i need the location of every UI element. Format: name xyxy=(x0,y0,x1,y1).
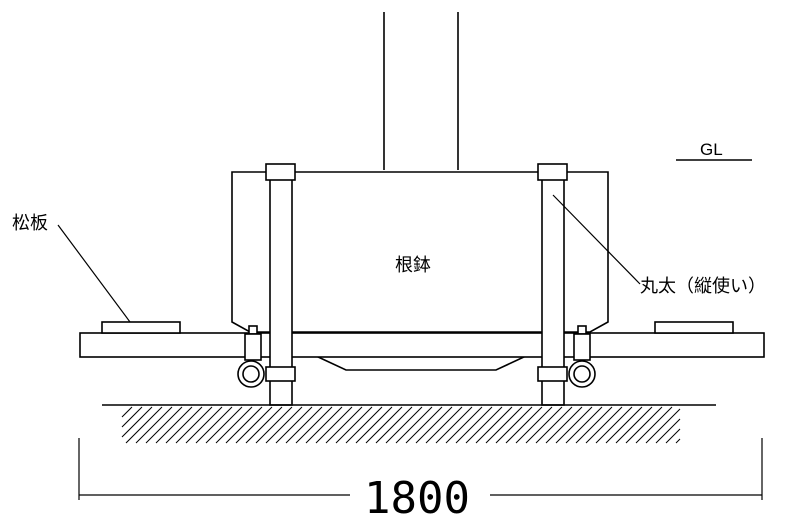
hatch-line xyxy=(465,406,503,444)
log-cap-left-bottom xyxy=(265,366,296,382)
log-vertical-leader xyxy=(552,194,641,285)
hatch-line xyxy=(425,406,463,444)
hatch-line xyxy=(665,428,681,444)
hatch-line xyxy=(155,406,193,444)
hatch-line xyxy=(165,406,203,444)
hatch-line xyxy=(395,406,433,444)
ground-hatch xyxy=(121,406,681,444)
clamp-right xyxy=(568,325,596,388)
log-cap-right-bottom xyxy=(537,366,568,382)
hatch-line xyxy=(235,406,273,444)
hatch-line xyxy=(335,406,373,444)
root-ball-bottom xyxy=(315,355,527,371)
log-vertical-label: 丸太（縦使い） xyxy=(640,276,766,297)
hatch-line xyxy=(365,406,403,444)
hatch-line xyxy=(325,406,363,444)
hatch-line xyxy=(245,406,283,444)
hatch-line xyxy=(295,406,333,444)
hatch-line xyxy=(515,406,553,444)
hatch-line xyxy=(121,406,153,438)
hatch-line xyxy=(435,406,473,444)
hatch-line xyxy=(635,406,673,444)
hatch-line xyxy=(405,406,443,444)
hatch-line xyxy=(315,406,353,444)
hatch-line xyxy=(625,406,663,444)
hatch-line xyxy=(415,406,453,444)
clamp-left xyxy=(237,325,265,388)
hatch-line xyxy=(215,406,253,444)
hatch-line xyxy=(655,418,681,444)
dimension-1800: 1800 xyxy=(78,438,763,522)
log-cap-left-top xyxy=(265,163,296,181)
hatch-line xyxy=(505,406,543,444)
hatch-line xyxy=(305,406,343,444)
pine-board-label: 松板 xyxy=(12,213,48,234)
log-cap-right-top xyxy=(537,163,568,181)
hatch-line xyxy=(285,406,323,444)
hatch-line xyxy=(455,406,493,444)
gl-label: GL xyxy=(700,140,723,159)
root-ball-outline xyxy=(231,171,609,333)
pine-board-left xyxy=(101,321,181,334)
hatch-line xyxy=(121,406,143,428)
hatch-line xyxy=(595,406,633,444)
hatch-line xyxy=(175,406,213,444)
hatch-line xyxy=(615,406,653,444)
hatch-line xyxy=(275,406,313,444)
hatch-line xyxy=(385,406,423,444)
hatch-line xyxy=(495,406,533,444)
hatch-line xyxy=(345,406,383,444)
hatch-line xyxy=(535,406,573,444)
hatch-line xyxy=(555,406,593,444)
pine-board-leader xyxy=(57,224,131,323)
hatch-line xyxy=(195,406,233,444)
hatch-line xyxy=(145,406,183,444)
hatch-line xyxy=(525,406,563,444)
hatch-line xyxy=(585,406,623,444)
hatch-line xyxy=(185,406,223,444)
hatch-line xyxy=(545,406,583,444)
hatch-line xyxy=(565,406,603,444)
pine-board-right xyxy=(654,321,734,334)
hatch-line xyxy=(645,408,681,444)
root-ball-label: 根鉢 xyxy=(395,255,431,276)
hatch-line xyxy=(675,438,681,444)
tree-trunk xyxy=(383,12,459,170)
hatch-line xyxy=(265,406,303,444)
hatch-line xyxy=(575,406,613,444)
hatch-line xyxy=(255,406,293,444)
hatch-line xyxy=(375,406,413,444)
hatch-line xyxy=(605,406,643,444)
hatch-line xyxy=(355,406,393,444)
hatch-line xyxy=(205,406,243,444)
dimension-label: 1800 xyxy=(364,473,470,522)
hatch-line xyxy=(475,406,513,444)
hatch-line xyxy=(125,406,163,444)
hatch-line xyxy=(225,406,263,444)
hatch-line xyxy=(485,406,523,444)
horizontal-log xyxy=(79,332,765,358)
hatch-line xyxy=(121,406,133,418)
hatch-line xyxy=(135,406,173,444)
hatch-line xyxy=(445,406,483,444)
